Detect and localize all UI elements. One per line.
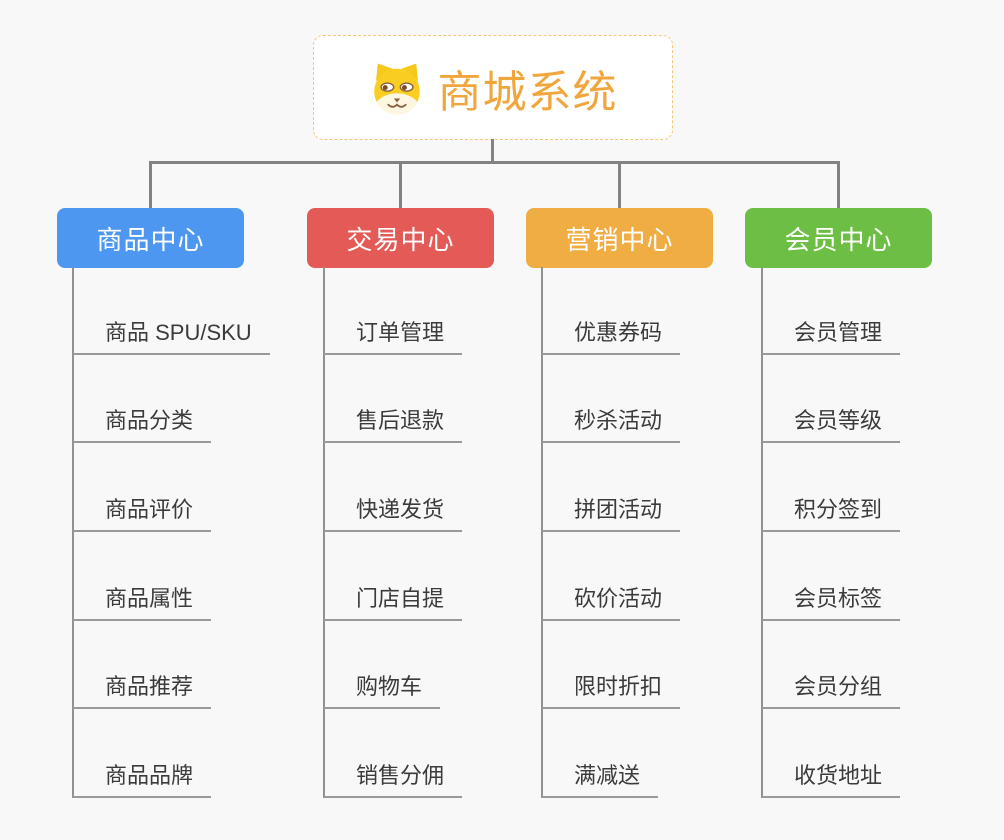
leaf-node[interactable]: 销售分佣	[324, 709, 463, 799]
root-node-mall-system[interactable]: 商城系统	[313, 35, 673, 140]
leaf-node[interactable]: 商品属性	[73, 532, 212, 621]
connector-children-member	[761, 267, 763, 798]
leaf-node[interactable]: 商品品牌	[73, 709, 212, 799]
branch-node-trade-center[interactable]: 交易中心	[307, 208, 494, 268]
leaf-node[interactable]: 砍价活动	[542, 532, 681, 621]
leaf-node[interactable]: 满减送	[542, 709, 659, 799]
leaf-node[interactable]: 商品推荐	[73, 621, 212, 710]
connector-drop-members	[837, 161, 840, 211]
leaf-node[interactable]: 商品评价	[73, 443, 212, 533]
leaf-node[interactable]: 秒杀活动	[542, 355, 681, 444]
connector-drop-marketing	[618, 161, 621, 211]
branch-label: 会员中心	[784, 224, 893, 255]
connector-children-marketing	[541, 267, 543, 798]
leaf-node[interactable]: 购物车	[324, 621, 441, 710]
dog-face-icon	[373, 63, 420, 114]
root-title: 商城系统	[437, 67, 618, 117]
leaf-node[interactable]: 会员管理	[762, 266, 901, 355]
leaf-node[interactable]: 会员等级	[762, 355, 901, 444]
leaf-node[interactable]: 积分签到	[762, 443, 901, 533]
branch-node-marketing-center[interactable]: 营销中心	[526, 208, 713, 268]
connector-children-trade	[323, 267, 325, 798]
connector-drop-products	[149, 161, 152, 211]
leaf-node[interactable]: 商品 SPU/SKU	[73, 266, 270, 355]
branch-node-product-center[interactable]: 商品中心	[57, 208, 244, 268]
children-column-marketing: 优惠券码 秒杀活动 拼团活动 砍价活动 限时折扣 满减送	[542, 266, 681, 799]
connector-children-product	[72, 267, 74, 798]
connector-root-stem	[491, 139, 494, 164]
branch-node-member-center[interactable]: 会员中心	[745, 208, 932, 268]
leaf-node[interactable]: 售后退款	[324, 355, 463, 444]
children-column-member: 会员管理 会员等级 积分签到 会员标签 会员分组 收货地址	[762, 266, 901, 799]
leaf-node[interactable]: 收货地址	[762, 709, 901, 799]
leaf-node[interactable]: 优惠券码	[542, 266, 681, 355]
leaf-node[interactable]: 门店自提	[324, 532, 463, 621]
branch-label: 营销中心	[565, 224, 674, 255]
leaf-node[interactable]: 商品分类	[73, 355, 212, 444]
leaf-node[interactable]: 限时折扣	[542, 621, 681, 710]
leaf-node[interactable]: 会员标签	[762, 532, 901, 621]
branch-label: 商品中心	[96, 224, 205, 255]
children-column-product: 商品 SPU/SKU 商品分类 商品评价 商品属性 商品推荐 商品品牌	[73, 266, 270, 799]
connector-horizontal-bar	[149, 161, 840, 164]
branch-label: 交易中心	[346, 224, 455, 255]
leaf-node[interactable]: 拼团活动	[542, 443, 681, 533]
leaf-node[interactable]: 快递发货	[324, 443, 463, 533]
leaf-node[interactable]: 会员分组	[762, 621, 901, 710]
leaf-node[interactable]: 订单管理	[324, 266, 463, 355]
connector-drop-trade	[399, 161, 402, 211]
children-column-trade: 订单管理 售后退款 快递发货 门店自提 购物车 销售分佣	[324, 266, 463, 799]
